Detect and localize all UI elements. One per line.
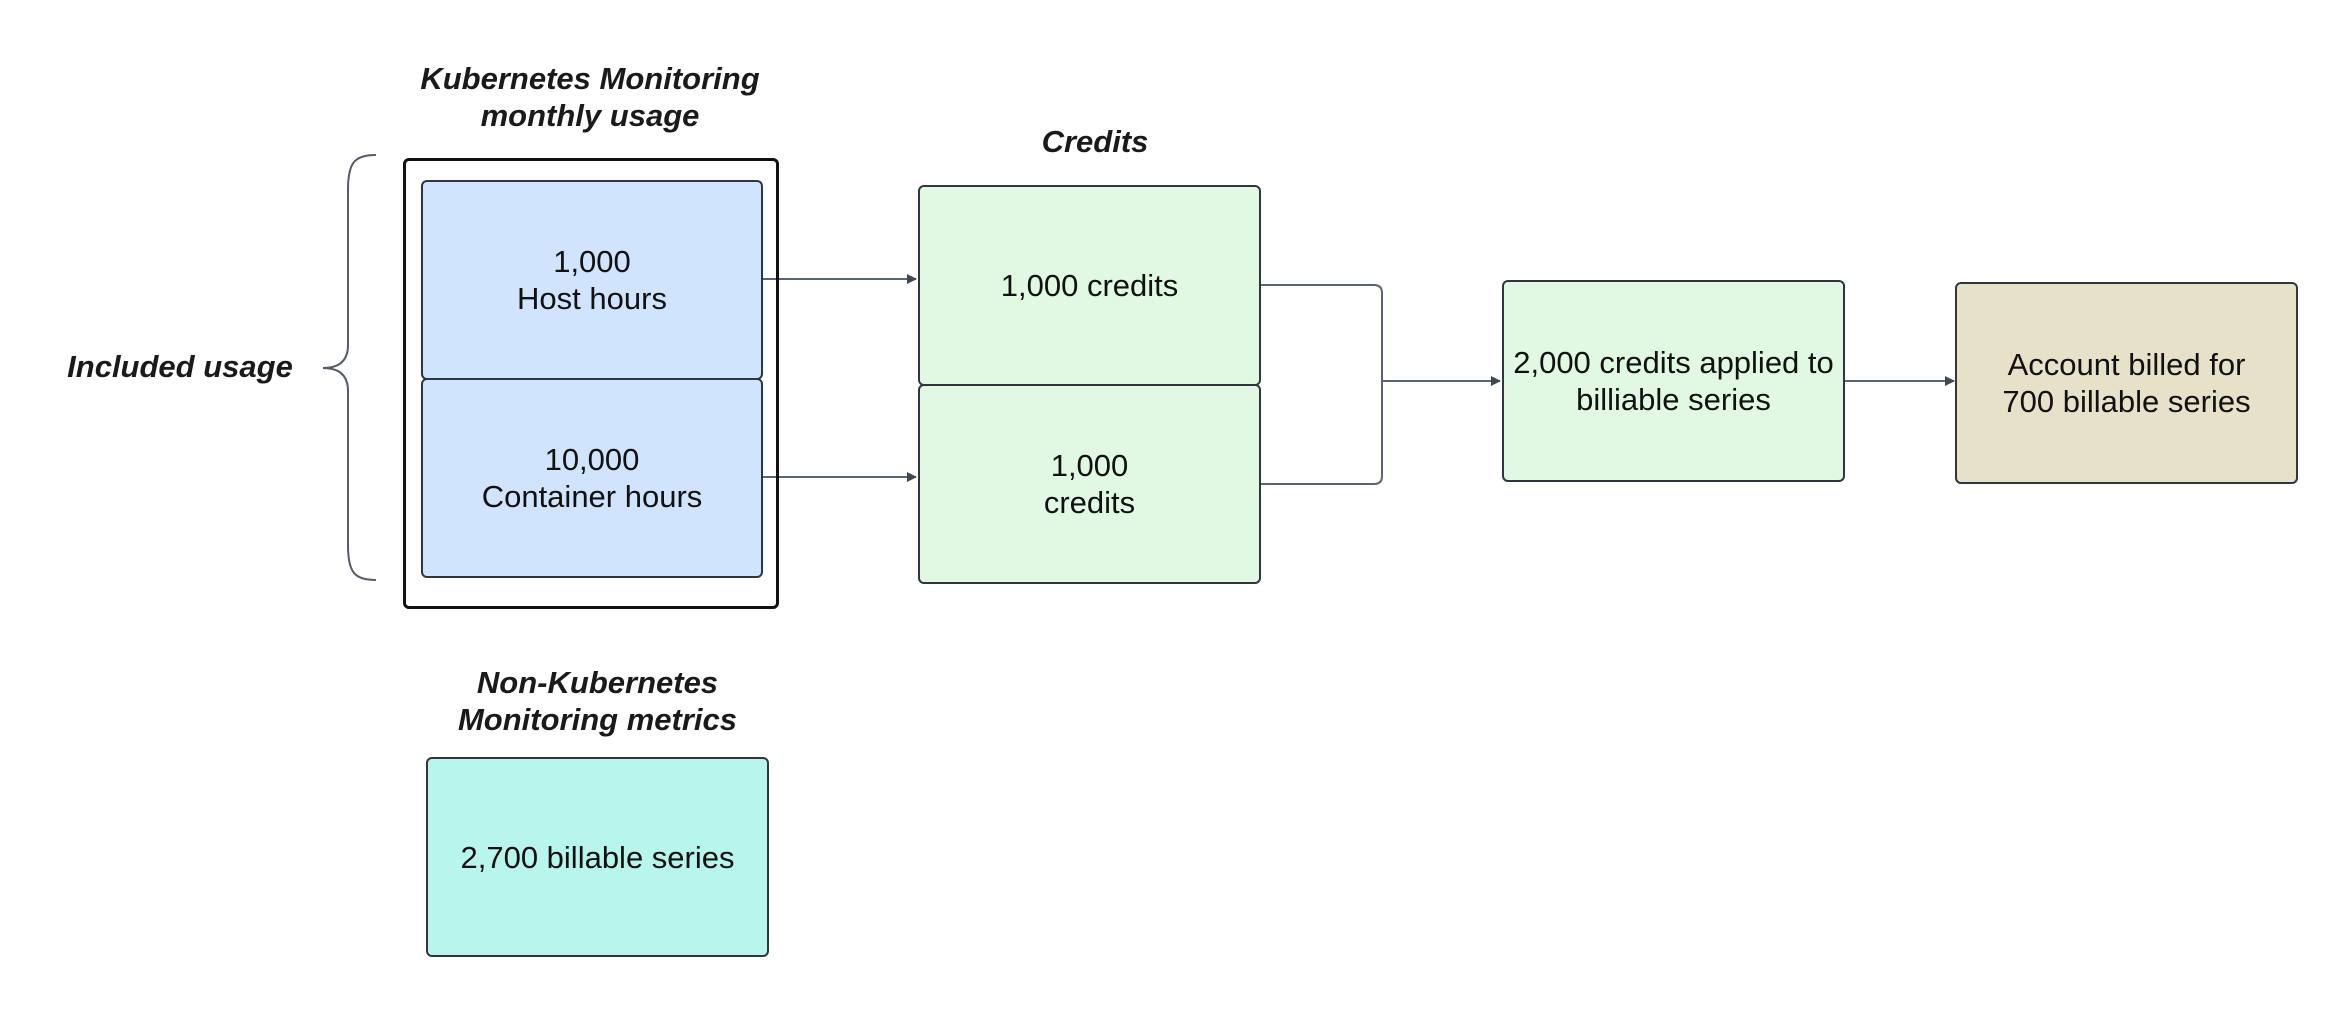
host-credits-box: 1,000 credits [918, 185, 1261, 386]
connector-host-credits [1260, 284, 1383, 381]
account-billed-box: Account billed for 700 billable series [1955, 282, 2298, 484]
included-usage-label: Included usage [67, 349, 293, 384]
k8s-usage-group-frame [403, 158, 779, 609]
k8s-usage-heading: Kubernetes Monitoring monthly usage [420, 61, 760, 133]
container-hours-box: 10,000 Container hours [421, 378, 763, 578]
included-usage-brace [322, 154, 377, 581]
connector-container-credits [1260, 381, 1383, 485]
host-hours-box: 1,000 Host hours [421, 180, 763, 380]
credits-applied-box: 2,000 credits applied to billiable serie… [1502, 280, 1845, 482]
billable-series-box: 2,700 billable series [426, 757, 769, 957]
container-credits-box: 1,000 credits [918, 384, 1261, 584]
credits-heading: Credits [1041, 124, 1149, 159]
non-k8s-heading: Non-Kubernetes Monitoring metrics [457, 665, 737, 737]
